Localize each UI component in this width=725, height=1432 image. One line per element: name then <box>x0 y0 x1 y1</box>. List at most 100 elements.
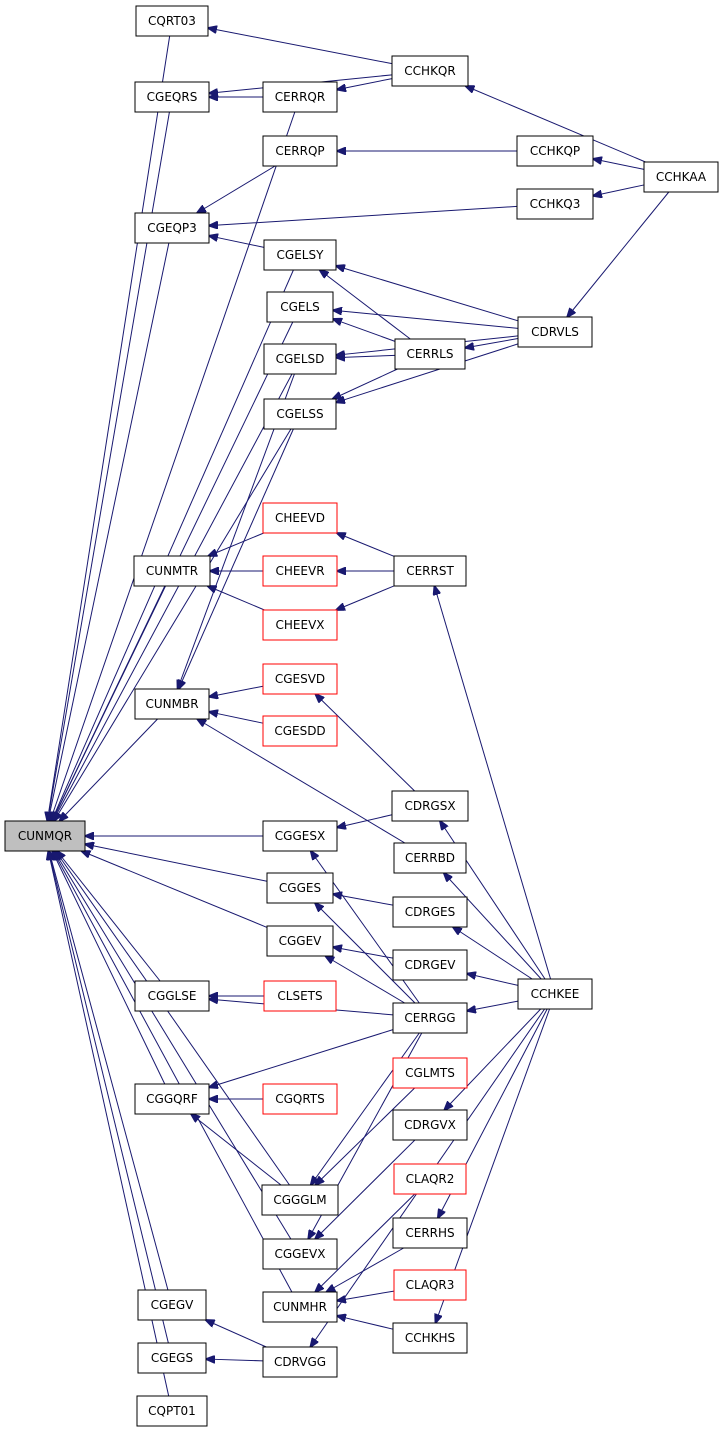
node-box <box>135 5 209 37</box>
node-cdrges[interactable]: CDRGES <box>392 896 468 928</box>
node-cunmhr[interactable]: CUNMHR <box>262 1291 338 1323</box>
node-cgegv[interactable]: CGEGV <box>137 1289 207 1321</box>
node-label: CGGES <box>279 881 321 895</box>
node-cgegs[interactable]: CGEGS <box>137 1342 207 1374</box>
node-cchkaa[interactable]: CCHKAA <box>643 161 719 193</box>
node-cdrgvx[interactable]: CDRGVX <box>392 1109 468 1141</box>
edge-cchkee-to-cdrges <box>453 927 533 980</box>
node-label: CCHKHS <box>405 1331 455 1345</box>
node-cdrgsx[interactable]: CDRGSX <box>391 790 469 822</box>
node-label: CERRHS <box>405 1226 454 1240</box>
edge-cchkee-to-cerrst <box>434 586 552 980</box>
node-cdrgev[interactable]: CDRGEV <box>392 949 468 981</box>
edge-claqr2-to-cunmhr <box>315 1193 416 1292</box>
node-cgqrts[interactable]: CGQRTS <box>262 1083 338 1115</box>
edge-cdrgev-to-cggev <box>333 947 394 959</box>
node-cchkee[interactable]: CCHKEE <box>517 978 593 1010</box>
node-label: CGGESX <box>275 829 325 843</box>
edge-cunmtr-to-cunmqr <box>52 585 166 821</box>
edge-cerrls-to-cgelsd <box>336 355 396 357</box>
node-cgeqp3[interactable]: CGEQP3 <box>134 212 210 244</box>
node-cggesx[interactable]: CGGESX <box>262 820 338 852</box>
node-clsets[interactable]: CLSETS <box>263 980 337 1012</box>
node-cgelsy[interactable]: CGELSY <box>263 239 337 271</box>
node-cchkhs[interactable]: CCHKHS <box>392 1322 468 1354</box>
node-box <box>262 1291 338 1323</box>
node-cerrqr[interactable]: CERRQR <box>262 81 338 113</box>
node-box <box>262 715 338 747</box>
node-label: CDRGSX <box>404 799 455 813</box>
node-label: CERRGG <box>404 1011 455 1025</box>
node-cgesdd[interactable]: CGESDD <box>262 715 338 747</box>
node-box <box>266 925 334 957</box>
node-cunmqr[interactable]: CUNMQR <box>4 820 86 852</box>
node-label: CCHKAA <box>656 170 707 184</box>
node-label: CGEQP3 <box>147 221 197 235</box>
node-cunmtr[interactable]: CUNMTR <box>133 555 211 587</box>
node-cglmts[interactable]: CGLMTS <box>392 1057 468 1089</box>
node-box <box>263 980 337 1012</box>
node-cunmbr[interactable]: CUNMBR <box>134 688 210 720</box>
node-box <box>262 135 338 167</box>
node-cggglm[interactable]: CGGGLM <box>261 1184 339 1216</box>
node-box <box>392 1109 468 1141</box>
node-box <box>262 820 338 852</box>
node-cdrvls[interactable]: CDRVLS <box>517 316 593 348</box>
edge-cerrqp-to-cgeqp3 <box>197 165 276 213</box>
edge-cgegs-to-cunmqr <box>49 851 169 1344</box>
node-label: CDRVGG <box>274 1355 326 1369</box>
node-label: CGELSD <box>276 352 325 366</box>
node-box <box>263 343 337 375</box>
node-box <box>517 316 593 348</box>
node-label: CDRGVX <box>404 1118 456 1132</box>
node-box <box>516 188 594 220</box>
edge-cchkq3-to-cgeqp3 <box>209 205 518 225</box>
node-cggev[interactable]: CGGEV <box>266 925 334 957</box>
node-box <box>516 135 594 167</box>
node-cheevr[interactable]: CHEEVR <box>262 555 338 587</box>
node-label: CGEQRS <box>147 90 198 104</box>
node-cgesvd[interactable]: CGESVD <box>262 663 338 695</box>
node-box <box>4 820 86 852</box>
node-cggevx[interactable]: CGGEVX <box>262 1238 338 1270</box>
node-label: CQPT01 <box>148 1404 196 1418</box>
node-label: CQRT03 <box>148 14 196 28</box>
edge-cgelsy-to-cgeqp3 <box>209 236 265 248</box>
node-cerrqp[interactable]: CERRQP <box>262 135 338 167</box>
node-cerrbd[interactable]: CERRBD <box>393 842 467 874</box>
node-cgglse[interactable]: CGGLSE <box>134 980 210 1012</box>
node-label: CUNMBR <box>145 697 198 711</box>
node-cqrt03[interactable]: CQRT03 <box>135 5 209 37</box>
node-cgelsd[interactable]: CGELSD <box>263 343 337 375</box>
node-label: CGGEVX <box>275 1247 326 1261</box>
node-cqpt01[interactable]: CQPT01 <box>136 1395 208 1427</box>
node-box <box>136 1395 208 1427</box>
node-cdrvgg[interactable]: CDRVGG <box>262 1346 338 1378</box>
node-cerrst[interactable]: CERRST <box>393 555 467 587</box>
node-cgges[interactable]: CGGES <box>266 872 334 904</box>
node-cchkq3[interactable]: CCHKQ3 <box>516 188 594 220</box>
node-box <box>392 1217 468 1249</box>
node-cchkqp[interactable]: CCHKQP <box>516 135 594 167</box>
node-cgels[interactable]: CGELS <box>266 291 334 323</box>
node-claqr3[interactable]: CLAQR3 <box>393 1269 467 1301</box>
node-cheevx[interactable]: CHEEVX <box>262 609 338 641</box>
edge-claqr3-to-cunmhr <box>337 1290 395 1301</box>
node-cheevd[interactable]: CHEEVD <box>262 502 338 534</box>
edge-cdrvgg-to-cgegs <box>206 1359 264 1361</box>
edge-cdrgsx-to-cgesvd <box>315 694 415 792</box>
node-cgelss[interactable]: CGELSS <box>263 398 337 430</box>
node-cerrgg[interactable]: CERRGG <box>392 1002 468 1034</box>
node-claqr2[interactable]: CLAQR2 <box>393 1163 467 1195</box>
edge-cggev-to-cunmqr <box>81 851 268 928</box>
node-cgeqrs[interactable]: CGEQRS <box>134 81 210 113</box>
node-label: CERRST <box>406 564 454 578</box>
node-cggqrf[interactable]: CGGQRF <box>134 1083 210 1115</box>
node-box <box>134 980 210 1012</box>
node-box <box>133 555 211 587</box>
node-cerrls[interactable]: CERRLS <box>394 338 466 370</box>
edge-cerrst-to-cheevx <box>336 585 395 610</box>
edge-cheevd-to-cunmtr <box>208 532 264 556</box>
node-cchkqr[interactable]: CCHKQR <box>391 55 469 87</box>
node-cerrhs[interactable]: CERRHS <box>392 1217 468 1249</box>
